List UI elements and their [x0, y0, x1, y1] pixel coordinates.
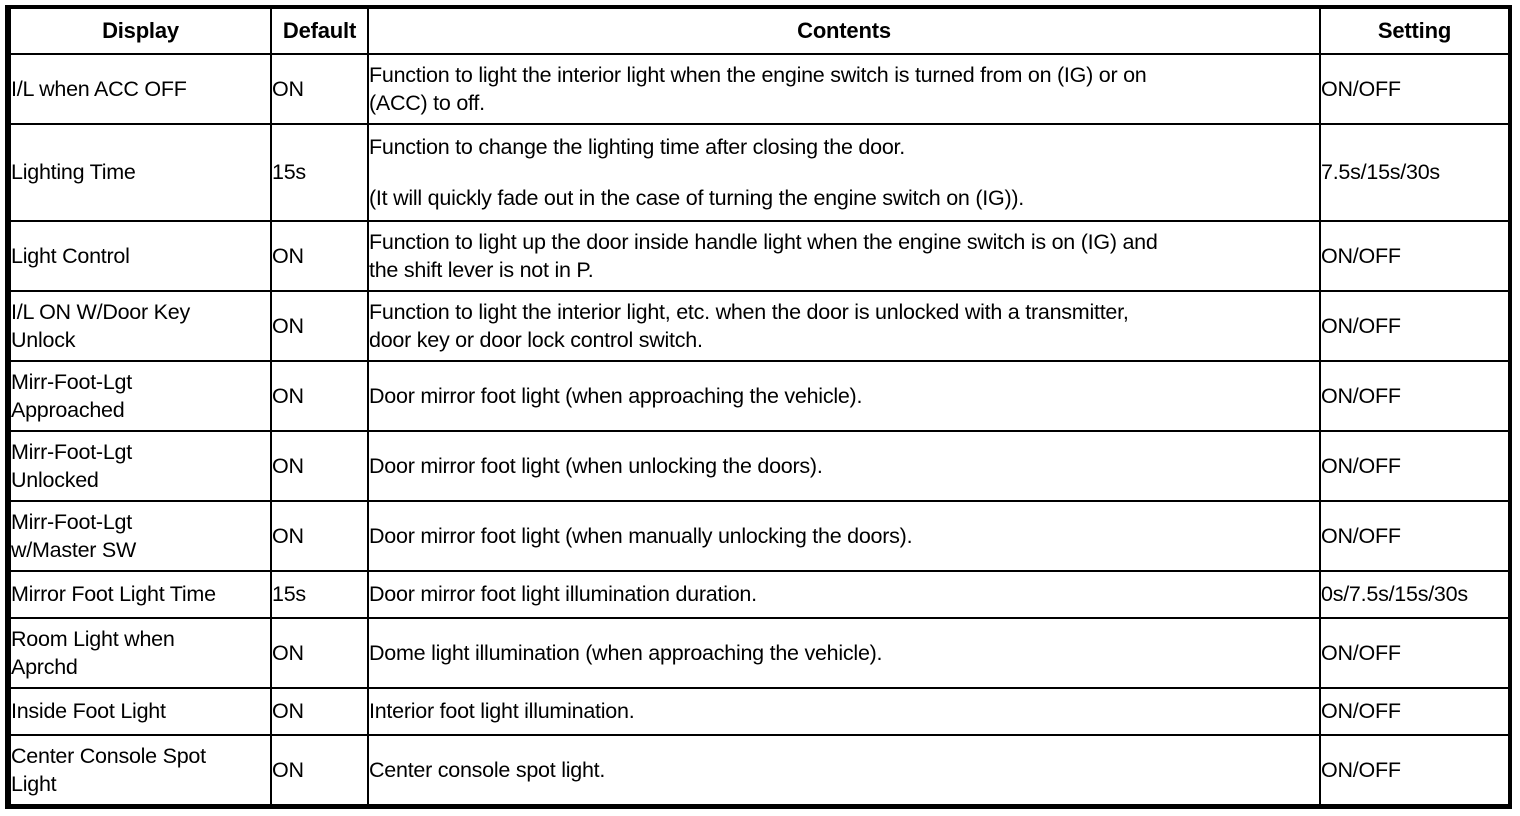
display-line: Aprchd — [11, 655, 78, 679]
cell-contents: Function to change the lighting time aft… — [367, 123, 1321, 222]
table-row: I/L when ACC OFF ON Function to light th… — [9, 53, 1510, 125]
cell-contents: Door mirror foot light (when unlocking t… — [367, 430, 1321, 502]
display-line: Center Console Spot — [11, 743, 206, 768]
display-line: Unlocked — [11, 468, 99, 492]
display-line: I/L ON W/Door Key — [11, 299, 190, 324]
cell-contents: Interior foot light illumination. — [367, 687, 1321, 736]
cell-contents: Dome light illumination (when approachin… — [367, 617, 1321, 689]
cell-setting: ON/OFF — [1319, 734, 1510, 806]
contents-spacer — [369, 162, 1319, 184]
table-row: Mirror Foot Light Time 15s Door mirror f… — [9, 570, 1510, 619]
table-row: Light Control ON Function to light up th… — [9, 220, 1510, 292]
contents-line: Function to light up the door inside han… — [369, 229, 1158, 254]
contents-line: door key or door lock control switch. — [369, 328, 703, 352]
cell-contents: Center console spot light. — [367, 734, 1321, 806]
cell-default: ON — [270, 687, 369, 736]
cell-default: ON — [270, 617, 369, 689]
table-row: Inside Foot Light ON Interior foot light… — [9, 687, 1510, 736]
display-line: Lighting Time — [11, 160, 136, 185]
cell-contents: Function to light the interior light whe… — [367, 53, 1321, 125]
cell-default: ON — [270, 430, 369, 502]
cell-contents: Function to light up the door inside han… — [367, 220, 1321, 292]
cell-setting: ON/OFF — [1319, 360, 1510, 432]
cell-display: Light Control — [9, 220, 272, 292]
display-line: Light — [11, 772, 57, 796]
column-header-contents: Contents — [367, 9, 1321, 55]
cell-display: Room Light when Aprchd — [9, 617, 272, 689]
cell-setting: ON/OFF — [1319, 220, 1510, 292]
cell-display: Mirr-Foot-Lgt Approached — [9, 360, 272, 432]
display-line: Mirror Foot Light Time — [11, 582, 216, 607]
display-line: Mirr-Foot-Lgt — [11, 369, 132, 394]
cell-default: 15s — [270, 570, 369, 619]
customize-settings-table: Display Default Contents Setting I/L whe… — [9, 9, 1510, 806]
cell-contents: Function to light the interior light, et… — [367, 290, 1321, 362]
table-row: Room Light when Aprchd ON Dome light ill… — [9, 617, 1510, 689]
display-line: w/Master SW — [11, 538, 137, 562]
contents-line: Door mirror foot light illumination dura… — [369, 582, 757, 607]
cell-setting: 0s/7.5s/15s/30s — [1319, 570, 1510, 619]
contents-line: the shift lever is not in P. — [369, 258, 594, 282]
header-row: Display Default Contents Setting — [9, 9, 1510, 55]
column-header-setting: Setting — [1319, 9, 1510, 55]
cell-default: ON — [270, 360, 369, 432]
cell-setting: ON/OFF — [1319, 290, 1510, 362]
cell-default: ON — [270, 290, 369, 362]
cell-default: ON — [270, 734, 369, 806]
display-line: Light Control — [11, 243, 130, 268]
cell-setting: ON/OFF — [1319, 53, 1510, 125]
cell-setting: 7.5s/15s/30s — [1319, 123, 1510, 222]
display-line: Approached — [11, 398, 125, 422]
cell-contents: Door mirror foot light illumination dura… — [367, 570, 1321, 619]
contents-line: (It will quickly fade out in the case of… — [369, 185, 1024, 210]
cell-display: Lighting Time — [9, 123, 272, 222]
contents-line: Door mirror foot light (when manually un… — [369, 523, 913, 548]
cell-display: Center Console Spot Light — [9, 734, 272, 806]
cell-contents: Door mirror foot light (when manually un… — [367, 500, 1321, 572]
contents-line: Function to change the lighting time aft… — [369, 135, 905, 160]
cell-display: I/L when ACC OFF — [9, 53, 272, 125]
contents-line: Function to light the interior light whe… — [369, 62, 1147, 87]
contents-line: Door mirror foot light (when unlocking t… — [369, 453, 823, 478]
display-line: Inside Foot Light — [11, 699, 166, 724]
display-line: I/L when ACC OFF — [11, 76, 187, 101]
display-line: Mirr-Foot-Lgt — [11, 509, 132, 534]
table-row: Center Console Spot Light ON Center cons… — [9, 734, 1510, 806]
contents-line: Interior foot light illumination. — [369, 699, 635, 724]
contents-line: Center console spot light. — [369, 757, 606, 782]
contents-line: Function to light the interior light, et… — [369, 299, 1129, 324]
table-body: I/L when ACC OFF ON Function to light th… — [9, 53, 1510, 806]
column-header-default: Default — [270, 9, 369, 55]
display-line: Unlock — [11, 328, 76, 352]
cell-display: I/L ON W/Door Key Unlock — [9, 290, 272, 362]
table-row: I/L ON W/Door Key Unlock ON Function to … — [9, 290, 1510, 362]
cell-display: Mirr-Foot-Lgt w/Master SW — [9, 500, 272, 572]
cell-setting: ON/OFF — [1319, 430, 1510, 502]
cell-setting: ON/OFF — [1319, 500, 1510, 572]
cell-contents: Door mirror foot light (when approaching… — [367, 360, 1321, 432]
cell-display: Inside Foot Light — [9, 687, 272, 736]
column-header-display: Display — [9, 9, 272, 55]
contents-line: Door mirror foot light (when approaching… — [369, 383, 863, 408]
table-row: Mirr-Foot-Lgt Approached ON Door mirror … — [9, 360, 1510, 432]
table-row: Lighting Time 15s Function to change the… — [9, 123, 1510, 222]
cell-display: Mirror Foot Light Time — [9, 570, 272, 619]
table-header: Display Default Contents Setting — [9, 9, 1510, 55]
contents-line: Dome light illumination (when approachin… — [369, 640, 883, 665]
cell-default: 15s — [270, 123, 369, 222]
table-row: Mirr-Foot-Lgt Unlocked ON Door mirror fo… — [9, 430, 1510, 502]
cell-display: Mirr-Foot-Lgt Unlocked — [9, 430, 272, 502]
display-line: Room Light when — [11, 626, 175, 651]
cell-setting: ON/OFF — [1319, 687, 1510, 736]
cell-default: ON — [270, 500, 369, 572]
settings-table-container: Display Default Contents Setting I/L whe… — [5, 5, 1512, 809]
cell-default: ON — [270, 220, 369, 292]
cell-default: ON — [270, 53, 369, 125]
contents-line: (ACC) to off. — [369, 91, 485, 115]
cell-setting: ON/OFF — [1319, 617, 1510, 689]
display-line: Mirr-Foot-Lgt — [11, 439, 132, 464]
table-row: Mirr-Foot-Lgt w/Master SW ON Door mirror… — [9, 500, 1510, 572]
